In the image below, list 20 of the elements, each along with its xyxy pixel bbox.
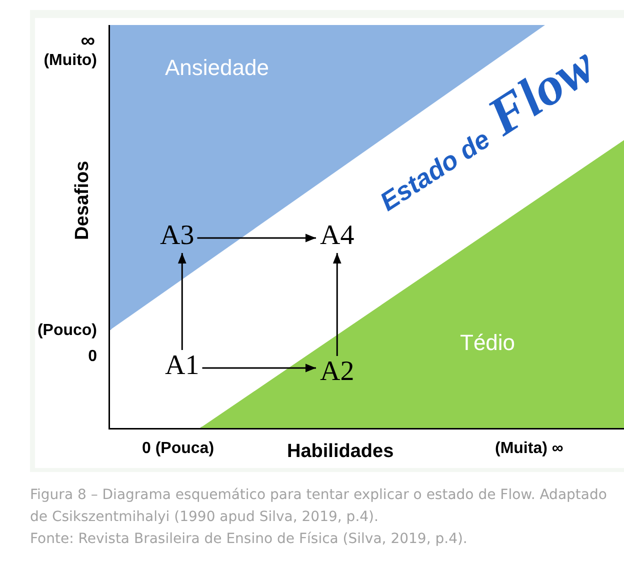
arrow [197,234,316,242]
axis-tick-label: (Muito) [44,52,97,70]
axis-title: Desafios [72,160,94,240]
state-label: A4 [320,222,354,250]
axis-title: Habilidades [287,441,394,463]
axis-tick-label: 0 (Pouca) [142,440,214,458]
region-label: Tédio [460,330,516,356]
figure-caption: Figura 8 – Diagrama esquemático para tentar explicar o estado de Flow. Adaptado de Csikszentmihalyi (1990 apud Silva, 2019, p.4). [30,486,608,527]
axis-tick-label: (Pouco) [37,322,97,340]
axis-tick-label: (Muita) ∞ [495,440,564,458]
arrow [332,253,342,356]
state-label: A2 [320,358,354,386]
axis-tick-label: 0 [88,348,97,366]
state-label: A3 [160,222,194,250]
region-label: Ansiedade [165,55,269,81]
arrow [202,364,316,372]
state-label: A1 [165,352,200,380]
source-note: Fonte: Revista Brasileira de Ensino de Física (Silva, 2019, p.4). [30,530,468,549]
infinity-symbol: ∞ [80,30,95,53]
arrow [178,253,186,350]
